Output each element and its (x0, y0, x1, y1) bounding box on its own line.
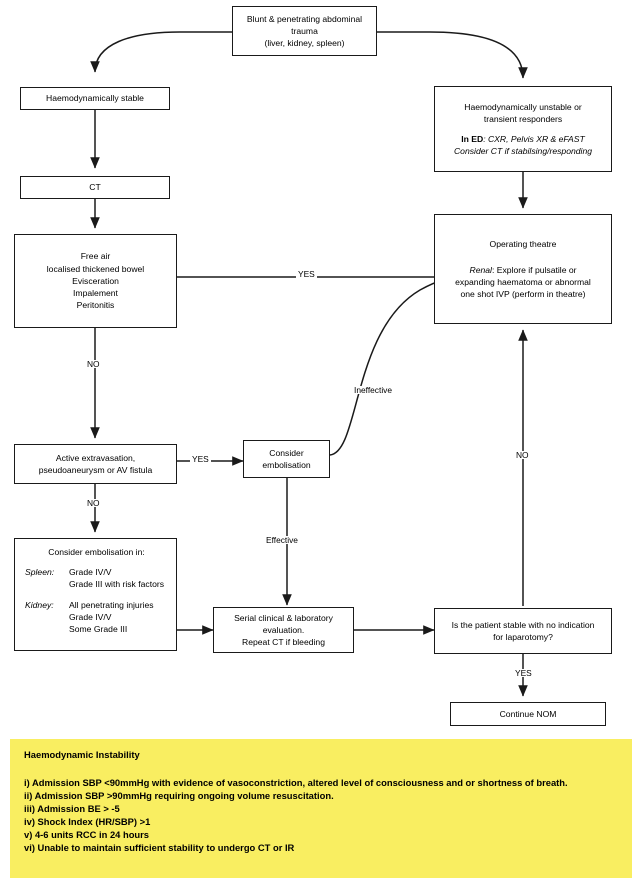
node-findings[interactable]: Free air localised thickened bowel Evisc… (14, 234, 177, 328)
node-findings-line1: Free air (80, 251, 111, 262)
criteria-spleen-row-2: Grade III with risk factors (25, 578, 168, 590)
node-serial-line2: evaluation. (262, 624, 305, 635)
node-question-line1: Is the patient stable with no indication (451, 619, 595, 630)
spacer (25, 591, 168, 599)
info-panel-item-4: iv) Shock Index (HR/SBP) >1 (24, 816, 151, 828)
node-theatre-renal-label: Renal (469, 264, 492, 275)
haemodynamic-instability-panel: Haemodynamic Instability i) Admission SB… (10, 739, 632, 878)
node-consider-embolisation[interactable]: Consider embolisation (243, 440, 330, 478)
info-panel-item-6: vi) Unable to maintain sufficient stabil… (24, 841, 295, 853)
node-extravasation-line2: pseudoaneurysm or AV fistula (38, 465, 153, 475)
node-continue-nom[interactable]: Continue NOM (450, 702, 606, 726)
node-theatre-title: Operating theatre (489, 238, 557, 249)
edge-label-no-question: NO (514, 450, 531, 460)
node-trauma[interactable]: Blunt & penetrating abdominal trauma (li… (232, 6, 377, 56)
info-panel-title: Haemodynamic Instability (24, 749, 140, 760)
node-active-extravasation[interactable]: Active extravasation, pseudoaneurysm or … (14, 444, 177, 484)
node-serial-evaluation[interactable]: Serial clinical & laboratory evaluation.… (213, 607, 354, 653)
criteria-spleen-value-2: Grade III with risk factors (69, 579, 165, 590)
node-embolisation-line2: embolisation (262, 460, 311, 470)
criteria-spleen-key: Spleen: (25, 567, 55, 578)
criteria-kidney-key: Kidney: (25, 599, 54, 610)
node-question-line2: for laparotomy? (493, 632, 553, 642)
edge-label-yes-findings: YES (296, 269, 317, 279)
node-haemodynamically-unstable[interactable]: Haemodynamically unstable or transient r… (434, 86, 612, 172)
edge-label-yes-question: YES (513, 668, 534, 678)
criteria-kidney-value-2: Grade IV/V (69, 611, 112, 622)
criteria-kidney-value-3: Some Grade III (69, 624, 128, 635)
node-extravasation-line1: Active extravasation, (55, 452, 136, 463)
info-panel-item-2: ii) Admission SBP >90mmHg requiring ongo… (24, 790, 334, 802)
node-ct-label: CT (89, 182, 101, 193)
node-serial-line1: Serial clinical & laboratory (234, 612, 333, 623)
criteria-spleen-key-blank (25, 578, 69, 590)
node-unstable-line3: In ED: CXR, Pelvis XR & eFAST (461, 133, 585, 145)
node-unstable-in-ed-label: In ED (461, 133, 484, 144)
node-theatre-line3: expanding haematoma or abnormal (455, 277, 591, 287)
node-embolisation-criteria[interactable]: Consider embolisation in: Spleen: Grade … (14, 538, 177, 651)
node-nom-label: Continue NOM (499, 708, 557, 719)
node-theatre-line4: one shot IVP (perform in theatre) (460, 289, 586, 300)
info-panel-item-5: v) 4-6 units RCC in 24 hours (24, 829, 150, 841)
node-operating-theatre[interactable]: Operating theatre Renal: Explore if puls… (434, 214, 612, 324)
node-trauma-line1: Blunt & penetrating abdominal (246, 13, 363, 24)
node-serial-line3: Repeat CT if bleeding (242, 637, 325, 648)
node-trauma-line2: trauma (291, 25, 318, 36)
edge-label-yes-extravasation: YES (190, 454, 211, 464)
node-ct[interactable]: CT (20, 176, 170, 199)
node-unstable-line4: Consider CT if stabilsing/responding (453, 145, 593, 156)
criteria-kidney-row-2: Grade IV/V (25, 611, 168, 623)
node-unstable-line2: transient responders (483, 114, 563, 125)
criteria-kidney-key-blank-2 (25, 623, 69, 635)
edge-label-no-extravasation: NO (85, 498, 102, 508)
node-findings-line5: Peritonitis (76, 300, 115, 311)
node-patient-stable-question[interactable]: Is the patient stable with no indication… (434, 608, 612, 654)
node-trauma-line3: (liver, kidney, spleen) (264, 38, 345, 49)
node-unstable-line1: Haemodynamically unstable or (464, 102, 582, 113)
node-haemodynamically-stable[interactable]: Haemodynamically stable (20, 87, 170, 110)
edge-label-no-findings: NO (85, 359, 102, 369)
node-unstable-line3-rest: : CXR, Pelvis XR & eFAST (483, 133, 585, 144)
node-stable-label: Haemodynamically stable (46, 93, 144, 104)
node-theatre-line2: Renal: Explore if pulsatile or (469, 264, 576, 276)
criteria-title: Consider embolisation in: (48, 547, 145, 557)
criteria-spleen-value-1: Grade IV/V (69, 567, 112, 578)
edge-label-effective: Effective (264, 535, 300, 545)
info-panel-item-1: i) Admission SBP <90mmHg with evidence o… (24, 777, 568, 789)
node-theatre-line2-rest: : Explore if pulsatile or (491, 264, 577, 275)
info-panel-item-3: iii) Admission BE > -5 (24, 803, 120, 815)
criteria-kidney-value-1: All penetrating injuries (69, 599, 154, 610)
node-findings-line3: Evisceration (72, 275, 119, 286)
criteria-kidney-row-1: Kidney: All penetrating injuries (25, 599, 168, 611)
criteria-kidney-key-blank (25, 611, 69, 623)
criteria-kidney-row-3: Some Grade III (25, 623, 168, 635)
node-findings-line2: localised thickened bowel (46, 263, 145, 274)
node-embolisation-line1: Consider (269, 447, 304, 458)
node-findings-line4: Impalement (73, 288, 118, 299)
criteria-spleen-row-1: Spleen: Grade IV/V (25, 566, 168, 578)
edge-label-ineffective: Ineffective (352, 385, 395, 395)
